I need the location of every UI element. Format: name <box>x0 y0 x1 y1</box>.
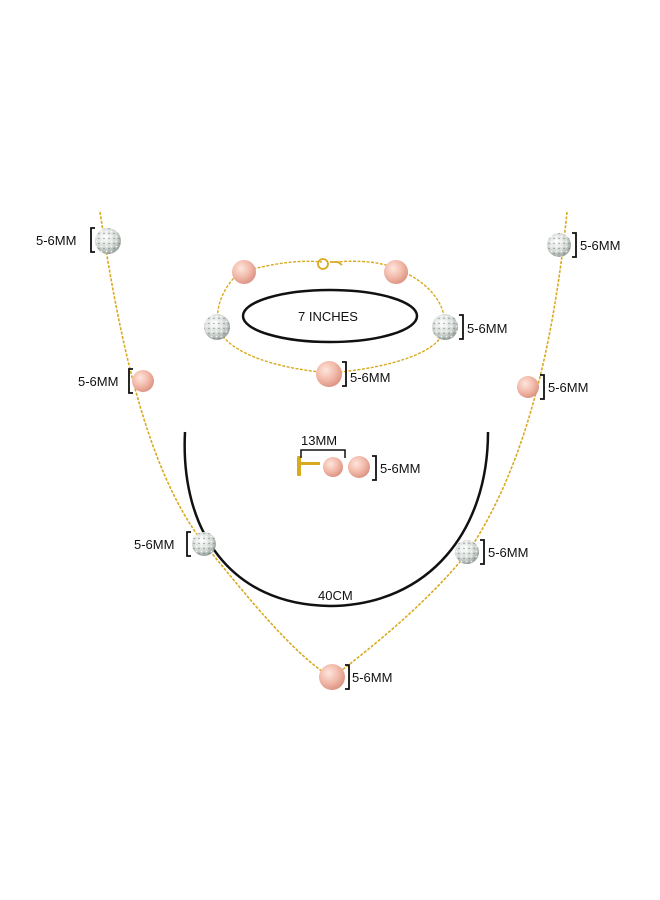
bead-size-label: 5-6MM <box>380 461 421 476</box>
bead-size-label: 5-6MM <box>78 374 119 389</box>
necklace-length-arc <box>183 431 490 608</box>
bead-size-label: 5-6MM <box>352 670 393 685</box>
pearl-bead <box>232 260 256 284</box>
bracelet-beads <box>204 260 458 387</box>
necklace-beads <box>95 228 571 690</box>
bead-size-label: 5-6MM <box>580 238 621 253</box>
necklace-length-label: 40CM <box>318 588 353 603</box>
bead-size-label: 5-6MM <box>350 370 391 385</box>
bead-size-label: 5-6MM <box>467 321 508 336</box>
earring-length-label: 13MM <box>301 433 338 448</box>
crystal-bead <box>455 540 479 564</box>
crystal-bead <box>432 314 458 340</box>
crystal-bead <box>547 233 571 257</box>
crystal-bead <box>204 314 230 340</box>
pearl-bead <box>132 370 154 392</box>
bead-size-label: 5-6MM <box>488 545 529 560</box>
pearl-bead <box>384 260 408 284</box>
bracelet-length-label: 7 INCHES <box>298 309 358 324</box>
bead-size-label: 5-6MM <box>36 233 77 248</box>
earring <box>297 456 370 478</box>
size-brackets <box>90 227 577 690</box>
crystal-bead <box>192 532 216 556</box>
pearl-bead <box>319 664 345 690</box>
pearl-bead <box>517 376 539 398</box>
bead-size-label: 5-6MM <box>134 537 175 552</box>
clasp-icon <box>317 258 343 270</box>
pearl-bead <box>316 361 342 387</box>
crystal-bead <box>95 228 121 254</box>
necklace-chain <box>99 211 568 678</box>
bracelet-length-oval <box>241 288 419 344</box>
earring-length-bracket <box>300 449 346 458</box>
bead-size-label: 5-6MM <box>548 380 589 395</box>
